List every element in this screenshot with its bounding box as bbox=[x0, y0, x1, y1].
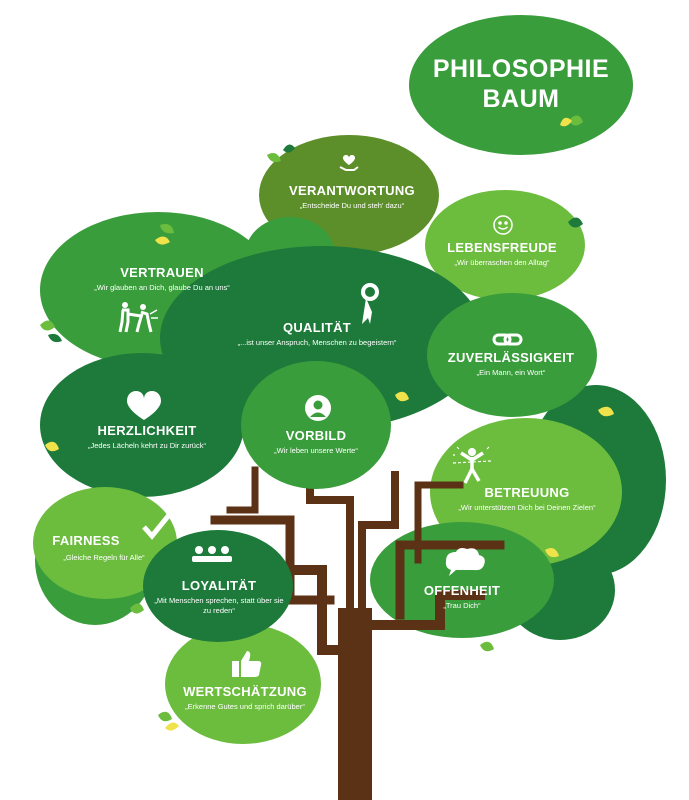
icons bbox=[118, 155, 523, 677]
value-title: ZUVERLÄSSIGKEIT bbox=[447, 350, 575, 365]
bubble-loyalitaet bbox=[143, 530, 293, 642]
leaf-icon bbox=[48, 333, 62, 343]
value-title: LOYALITÄT bbox=[181, 578, 257, 593]
value-title: BETREUUNG bbox=[484, 485, 570, 500]
person-circle-icon bbox=[305, 395, 331, 421]
value-title: WERTSCHÄTZUNG bbox=[183, 684, 307, 699]
value-quote: „Wir überraschen den Alltag“ bbox=[454, 258, 550, 267]
leaf-icon bbox=[283, 144, 295, 153]
people-helping-icon bbox=[118, 302, 158, 333]
leaf-icon bbox=[545, 548, 559, 558]
canopy-qualitaet bbox=[160, 246, 484, 430]
value-quote: „Wir leben unsere Werte“ bbox=[274, 446, 358, 455]
value-title: VORBILD bbox=[285, 428, 347, 443]
decorative-leaves bbox=[40, 115, 614, 731]
title-logo: PHILOSOPHIE BAUM bbox=[433, 54, 609, 114]
value-title: FAIRNESS bbox=[52, 533, 120, 548]
title-line-2: BAUM bbox=[482, 85, 560, 113]
value-title: OFFENHEIT bbox=[423, 583, 501, 598]
branch-left-mid bbox=[210, 515, 335, 605]
canopy-wertschaetzung bbox=[165, 624, 321, 744]
value-zuverlaessigkeit: ZUVERLÄSSIGKEIT „Ein Mann, ein Wort“ bbox=[448, 350, 575, 378]
checkmark-icon bbox=[142, 513, 171, 540]
finish-line-icon bbox=[452, 446, 492, 484]
leaf-icon bbox=[395, 391, 409, 402]
value-title: QUALITÄT bbox=[282, 320, 352, 335]
canopy-fairness bbox=[33, 487, 177, 599]
leaf-icon bbox=[267, 153, 281, 163]
value-title: HERZLICHKEIT bbox=[97, 423, 197, 438]
value-quote: „Mit Menschen sprechen, statt über sie z… bbox=[154, 596, 284, 615]
leaf-icon bbox=[158, 711, 172, 722]
leaf-icon bbox=[165, 722, 179, 731]
value-herzlichkeit: HERZLICHKEIT „Jedes Lächeln kehrt zu Dir… bbox=[88, 423, 206, 451]
value-betreuung: BETREUUNG „Wir unterstützen Dich bei Dei… bbox=[458, 485, 595, 513]
leaf-icon bbox=[45, 441, 59, 452]
canopy-herzlichkeit bbox=[40, 353, 244, 497]
leaf-icon bbox=[130, 603, 144, 614]
title-line-1: PHILOSOPHIE bbox=[432, 55, 610, 83]
smiley-icon bbox=[493, 215, 513, 235]
value-vertrauen: VERTRAUEN „Wir glauben an Dich, glaube D… bbox=[94, 265, 230, 293]
value-offenheit: OFFENHEIT „Trau Dich“ bbox=[424, 583, 500, 611]
canopy bbox=[33, 135, 666, 744]
leaf-icon bbox=[40, 320, 55, 331]
leaf-icon bbox=[568, 217, 583, 228]
value-quote: „Gleiche Regeln für Alle“ bbox=[63, 553, 145, 562]
chain-link-icon bbox=[492, 333, 523, 346]
front-bubbles bbox=[143, 361, 391, 642]
value-verantwortung: VERANTWORTUNG „Entscheide Du und steh' d… bbox=[289, 183, 415, 211]
branch-left-upper bbox=[226, 466, 259, 514]
speech-cloud-icon bbox=[445, 548, 485, 576]
canopy-zuverlaessigkeit bbox=[427, 293, 597, 417]
heart-icon bbox=[127, 390, 161, 420]
value-quote: „Ein Mann, ein Wort“ bbox=[476, 368, 546, 377]
award-ribbon-icon bbox=[361, 283, 379, 324]
group-icon bbox=[192, 546, 232, 567]
value-quote: „Wir glauben an Dich, glaube Du an uns“ bbox=[94, 283, 230, 292]
value-quote: „Entscheide Du und steh' dazu“ bbox=[299, 201, 405, 210]
leaf-icon bbox=[560, 117, 572, 127]
leaf-icon bbox=[480, 641, 494, 652]
value-title: VERTRAUEN bbox=[120, 265, 204, 280]
leaf-icon bbox=[569, 115, 583, 126]
canopy-lebensfreude bbox=[425, 190, 585, 300]
leaf-icon bbox=[160, 224, 174, 234]
value-qualitaet: QUALITÄT „...ist unser Anspruch, Mensche… bbox=[238, 320, 397, 348]
thumbs-up-icon bbox=[232, 651, 262, 677]
value-quote: „Trau Dich“ bbox=[443, 601, 481, 610]
value-fairness: FAIRNESS „Gleiche Regeln für Alle“ bbox=[52, 532, 155, 563]
value-quote: „Wir unterstützen Dich bei Deinen Zielen… bbox=[458, 503, 596, 512]
leaf-icon bbox=[155, 236, 170, 245]
branch-right-mid bbox=[395, 540, 505, 620]
value-loyalitaet: LOYALITÄT „Mit Menschen sprechen, statt … bbox=[152, 578, 287, 616]
branch-right-low bbox=[360, 590, 485, 630]
value-quote: „...ist unser Anspruch, Menschen zu bege… bbox=[237, 338, 397, 347]
value-quote: „Jedes Lächeln kehrt zu Dir zurück“ bbox=[88, 441, 206, 450]
leaf-icon bbox=[598, 406, 614, 417]
branch-center-right bbox=[358, 471, 399, 614]
value-title: VERANTWORTUNG bbox=[289, 183, 415, 198]
value-vorbild: VORBILD „Wir leben unsere Werte“ bbox=[274, 428, 358, 456]
bubble-vorbild bbox=[241, 361, 391, 489]
branch-right-upper bbox=[414, 481, 464, 564]
trunk-and-branches bbox=[210, 466, 505, 800]
value-quote: „Erkenne Gutes und sprich darüber“ bbox=[185, 702, 305, 711]
value-lebensfreude: LEBENSFREUDE „Wir überraschen den Alltag… bbox=[447, 240, 557, 268]
heart-hand-icon bbox=[339, 155, 359, 171]
value-wertschaetzung: WERTSCHÄTZUNG „Erkenne Gutes und sprich … bbox=[183, 684, 307, 712]
value-title: LEBENSFREUDE bbox=[447, 240, 557, 255]
